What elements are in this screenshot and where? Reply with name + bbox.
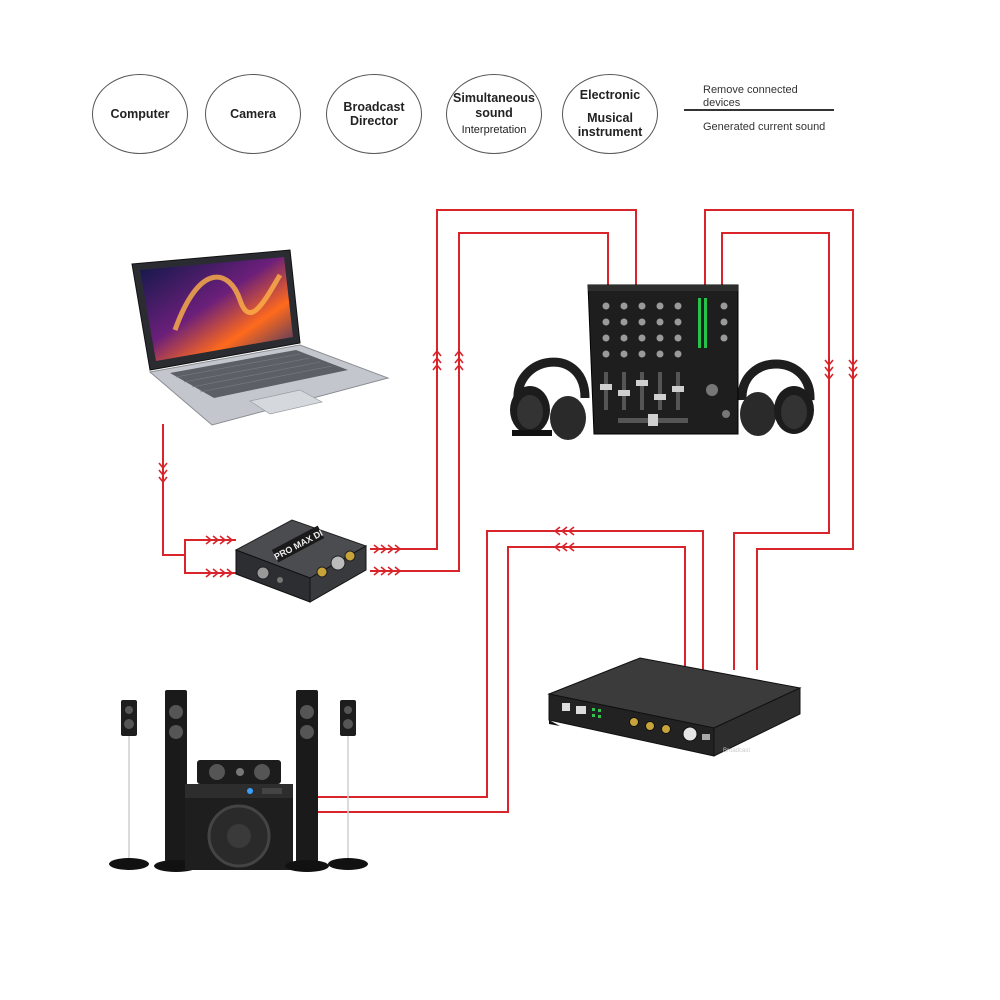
mixer-vu-meters [698, 298, 707, 348]
legend-line-1: Remove connected [703, 84, 798, 96]
cable-mixer-to-converter-inner [721, 232, 830, 670]
laptop [131, 249, 390, 426]
cable-laptop-down [162, 424, 185, 556]
circle-label: Electronic [579, 88, 641, 103]
circle-label: Simultaneous [453, 91, 535, 106]
headphones-right [737, 359, 815, 436]
legend-divider [684, 109, 834, 111]
cable-converter-to-speaker-inner [314, 546, 686, 813]
circle-label: sound [475, 105, 513, 120]
legend-generated-text: Generated current sound [703, 121, 826, 133]
satellite-speaker-right [328, 700, 368, 870]
header-circle-simultaneous-interpretation: Simultaneous sound Interpretation [446, 74, 542, 154]
laptop-screen [140, 257, 293, 361]
header-circle-electronic-instrument: Electronic Musical instrument [562, 74, 658, 154]
cable-di-to-mixer-inner [370, 232, 609, 572]
header-circle-camera: Camera [205, 74, 301, 154]
legend-line-2: devices [703, 97, 741, 110]
tower-speaker-right [285, 690, 329, 872]
headphones-left [510, 357, 590, 440]
laptop-touchpad [249, 389, 323, 415]
header-circle-broadcast-director: Broadcast Director [326, 74, 422, 154]
cable-mixer-to-converter-outer [704, 209, 854, 670]
circle-label: instrument [577, 125, 643, 140]
circle-label: Computer [110, 106, 170, 121]
converter-label: Broadcast [723, 748, 750, 754]
circle-label: Director [350, 114, 398, 128]
header-circle-computer: Computer [92, 74, 188, 154]
legend-remove-text: Remove connected devices [703, 84, 798, 110]
cable-di-to-mixer-outer [370, 209, 637, 550]
circle-label: Musical [587, 110, 633, 125]
mixer [587, 284, 739, 435]
cable-converter-to-speaker-outer [314, 530, 704, 798]
circle-sublabel: Interpretation [461, 124, 527, 137]
satellite-speaker-left [109, 700, 149, 870]
subwoofer [185, 784, 293, 870]
circle-label: Camera [230, 106, 276, 121]
di-box: PRO MAX DI [234, 519, 368, 603]
speaker-system [109, 690, 368, 872]
converter-box: Broadcast [547, 657, 802, 757]
arrow-chevrons [158, 349, 858, 578]
circle-label: Broadcast [343, 99, 405, 114]
center-speaker [197, 760, 281, 784]
